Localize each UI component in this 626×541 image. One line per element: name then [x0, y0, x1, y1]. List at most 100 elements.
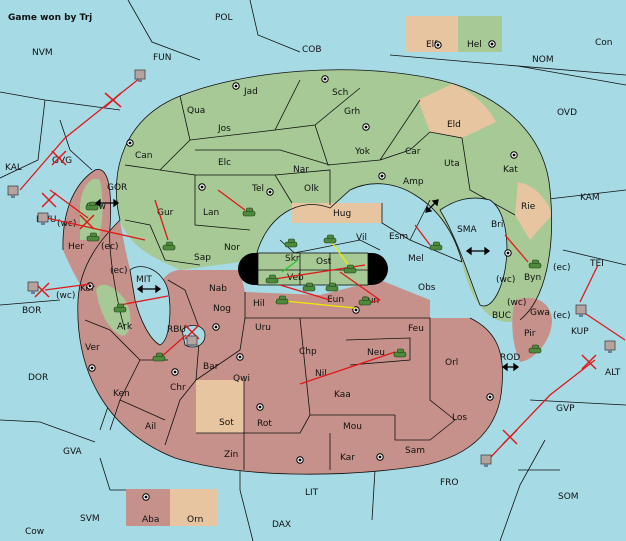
cross-icon: [581, 354, 597, 370]
passage-arrows: [94, 198, 520, 372]
label-sma: SMA: [457, 225, 477, 235]
label-aba: Aba: [142, 515, 159, 525]
label-feu: Feu: [408, 324, 424, 334]
orders: [19, 77, 626, 461]
army-icon: [113, 303, 127, 313]
label-rbu: RBU: [167, 325, 186, 335]
label-nvm: NVM: [32, 48, 53, 58]
label-mou: Mou: [343, 422, 362, 432]
army-icon: [429, 241, 443, 251]
label-lan: Lan: [203, 208, 219, 218]
supply-center-icon: [504, 249, 512, 257]
fleet-icon: [186, 335, 198, 348]
label-yok: Yok: [354, 147, 371, 157]
label-dor: DOR: [28, 373, 48, 383]
label-rot: Rot: [257, 419, 272, 429]
label-fun: FUN: [153, 53, 172, 63]
region-labels: POL COB NVM FUN NOM Con OVD KAL GVG GOR …: [5, 13, 621, 537]
label-kup: KUP: [571, 327, 589, 337]
label-bar: Bar: [203, 362, 219, 372]
label-mit: MIT: [136, 275, 152, 285]
cross-icon: [51, 150, 67, 166]
coast-tag-wc-kor: (wc): [56, 291, 75, 301]
supply-center-icon: [378, 172, 386, 180]
label-byn: Byn: [524, 273, 541, 283]
label-eun: Eun: [327, 295, 344, 305]
label-ovd: OVD: [557, 108, 577, 118]
label-tel: Tel: [251, 184, 264, 194]
label-rod: ROD: [500, 353, 520, 363]
double-arrow-icon: [94, 198, 120, 208]
region-east-strip: [512, 297, 552, 362]
label-uru: Uru: [255, 323, 271, 333]
army-icon: [86, 232, 100, 242]
fleet-icon: [604, 340, 616, 353]
double-arrow-icon: [136, 284, 162, 294]
army-icon: [152, 352, 166, 362]
label-neu: Neu: [367, 348, 385, 358]
island-south: [77, 220, 503, 475]
supply-center-icon: [434, 41, 442, 49]
supply-center-icon: [232, 82, 240, 90]
label-can: Can: [135, 151, 153, 161]
army-icon: [325, 282, 339, 292]
label-vil: Vil: [356, 233, 367, 243]
label-jad: Jad: [243, 87, 258, 97]
label-orl: Orl: [445, 358, 458, 368]
label-mel: Mel: [408, 254, 424, 264]
coast-tag-ec-gwa: (ec): [553, 311, 571, 321]
label-her: Her: [68, 242, 84, 252]
label-gvp: GVP: [556, 404, 575, 414]
label-hil: Hil: [253, 299, 265, 309]
coast-tag-wc-byn: (wc): [496, 275, 515, 285]
army-icon: [323, 234, 337, 244]
army-icon: [393, 348, 407, 358]
region-ark-fill: [96, 284, 131, 336]
label-kal: KAL: [5, 163, 22, 173]
army-icon: [528, 344, 542, 354]
cross-icon: [41, 192, 57, 208]
coast-tag-ec-byn: (ec): [553, 263, 571, 273]
label-zin: Zin: [224, 450, 238, 460]
label-hel: Hel: [467, 40, 482, 50]
label-fro: FRO: [440, 478, 459, 488]
label-eld: Eld: [447, 120, 461, 130]
label-sam: Sam: [405, 446, 425, 456]
army-icon: [85, 201, 99, 211]
region-borders: [62, 69, 552, 475]
label-pol: POL: [215, 13, 233, 23]
lake-inner-east: [439, 197, 508, 307]
label-ken: Ken: [113, 389, 130, 399]
label-jos: Jos: [217, 124, 231, 134]
supply-centers: [86, 40, 518, 501]
supply-center-icon: [171, 368, 179, 376]
label-gwa: Gwa: [530, 308, 550, 318]
label-skr: Skr: [285, 254, 300, 264]
label-ost: Ost: [316, 257, 332, 267]
supply-center-icon: [510, 151, 518, 159]
double-arrow-icon: [501, 362, 520, 372]
tan-regions: [170, 16, 552, 526]
cross-icon: [104, 92, 122, 108]
lake-inner-west: [129, 266, 171, 346]
supply-center-icon: [88, 364, 96, 372]
army-icon: [275, 295, 289, 305]
army-icon: [528, 259, 542, 269]
label-dax: DAX: [272, 520, 291, 530]
supply-center-icon: [198, 183, 206, 191]
fleet-icon: [7, 185, 19, 198]
supply-center-icon: [321, 75, 329, 83]
label-tei: TEI: [589, 259, 604, 269]
label-ail: Ail: [145, 422, 156, 432]
label-obs: Obs: [418, 283, 436, 293]
supply-center-icon: [236, 353, 244, 361]
label-nab: Nab: [209, 284, 227, 294]
label-lit: LIT: [305, 488, 319, 498]
label-los: Los: [452, 413, 467, 423]
label-hug: Hug: [333, 209, 351, 219]
label-uta: Uta: [444, 159, 460, 169]
fleet-icon: [134, 69, 146, 82]
supply-center-icon: [486, 393, 494, 401]
army-icon: [343, 264, 357, 274]
